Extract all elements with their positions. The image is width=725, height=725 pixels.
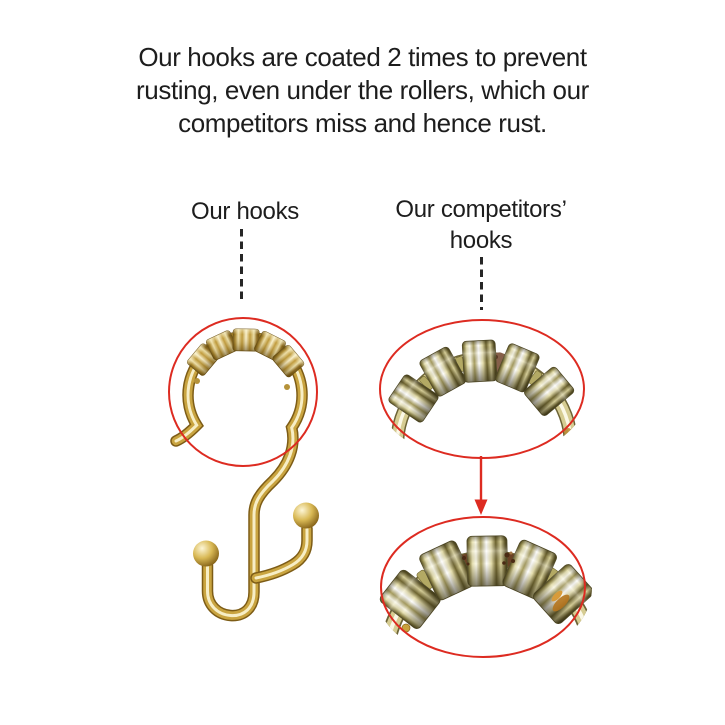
label-our-hooks: Our hooks [145,196,345,227]
label-our-hooks-text: Our hooks [190,198,300,225]
competitor-rollers [388,339,575,423]
headline-line-2: rusting, even under the rollers, which o… [136,75,589,105]
callout-ellipse-bottom [380,516,586,658]
closeup-rollers [379,535,592,629]
ring-crimp-left [194,378,200,384]
ring-crimp-right [284,384,290,390]
competitor-zoom-bottom-figure [378,516,592,658]
headline: Our hooks are coated 2 times to prevent … [0,41,725,140]
highlight-circle-left [168,317,318,467]
hook-wire [170,332,308,622]
bar-end-glint [382,646,388,652]
label-competitor-line-1: Our competitors’ [395,196,567,223]
rust-texture [462,551,515,566]
hook-inner-prong [250,523,313,584]
dotted-connector-left [240,229,244,304]
dotted-connector-right [480,257,484,310]
rust-streak-right [551,590,570,612]
glide-rollers [186,328,305,378]
headline-line-3: competitors miss and hence rust. [178,108,547,138]
our-hook-figure [168,317,319,622]
hook-ball-right [293,502,319,529]
hook-ball-left [193,540,219,567]
competitor-zoom-top-figure [379,319,585,459]
label-competitor-hooks: Our competitors’ hooks [374,194,588,256]
headline-line-1: Our hooks are coated 2 times to prevent [138,42,587,72]
zoom-arrow-icon [474,456,488,515]
bar-end-cap [378,636,398,656]
label-competitor-line-2: hooks [449,227,513,254]
